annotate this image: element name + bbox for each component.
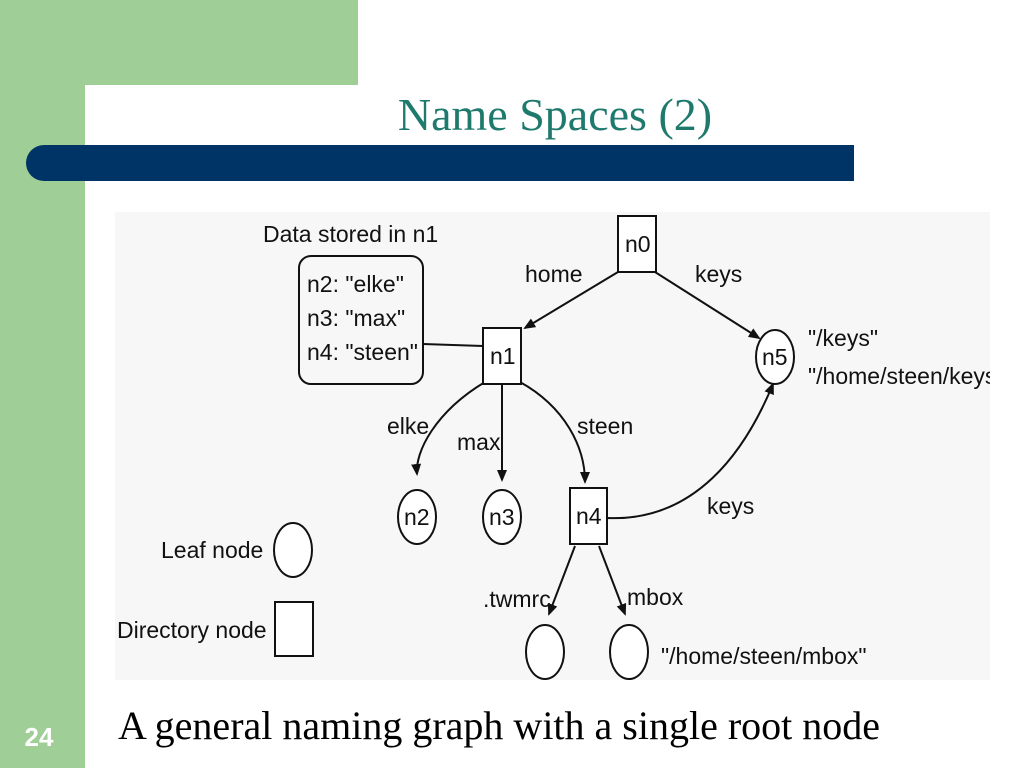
edge-keys-n4 [606, 382, 774, 520]
legend-directory-label: Directory node [117, 617, 267, 643]
edge-elke [411, 381, 486, 476]
diagram-caption: A general naming graph with a single roo… [118, 703, 881, 748]
data-box-title: Data stored in n1 [263, 221, 438, 247]
label-home: home [525, 261, 583, 287]
label-steen: steen [577, 413, 633, 439]
node-n5 [755, 329, 795, 385]
data-box [298, 255, 424, 385]
node-n1-label: n1 [490, 343, 516, 369]
sidebar-green [0, 0, 85, 768]
top-green-band [0, 0, 358, 85]
slide-number: 24 [24, 722, 54, 752]
label-elke: elke [387, 413, 429, 439]
label-twmrc: .twmrc [483, 586, 551, 612]
label-mbox: mbox [627, 584, 684, 610]
naming-graph-svg: Data stored in n1 n2: "elke" n3: "max" n… [117, 215, 1005, 680]
title-underline-bar [26, 145, 854, 181]
node-n1 [482, 327, 522, 385]
node-n5-label: n5 [762, 344, 788, 370]
edge-steen [519, 381, 590, 484]
node-n0-label: n0 [625, 231, 651, 257]
n5-path-home-keys: "/home/steen/keys" [808, 363, 990, 389]
legend-leaf-label: Leaf node [161, 537, 263, 563]
leaf-mbox [609, 624, 649, 680]
node-n2-label: n2 [404, 504, 430, 530]
node-n3 [482, 489, 522, 545]
edge-twmrc [547, 545, 576, 616]
edge-keys-top [654, 271, 761, 340]
label-keys-n4: keys [707, 493, 754, 519]
edge-mbox [598, 545, 627, 616]
node-n4 [569, 487, 608, 545]
n5-path-keys: "/keys" [808, 325, 878, 351]
data-box-connector [422, 343, 484, 347]
data-line-n3: n3: "max" [307, 305, 405, 331]
node-n3-label: n3 [489, 504, 515, 530]
label-max: max [457, 429, 501, 455]
legend-directory-icon [274, 601, 314, 657]
node-n4-label: n4 [576, 503, 602, 529]
leaf-twmrc [525, 624, 565, 680]
naming-graph-diagram: Data stored in n1 n2: "elke" n3: "max" n… [115, 212, 1005, 680]
data-line-n4: n4: "steen" [307, 339, 418, 365]
label-keys-top: keys [695, 261, 742, 287]
edge-home [523, 271, 619, 330]
mbox-path: "/home/steen/mbox" [661, 643, 867, 669]
node-n0 [617, 215, 657, 273]
data-line-n2: n2: "elke" [307, 271, 404, 297]
legend-leaf-icon [273, 522, 313, 578]
node-n2 [397, 489, 437, 545]
slide-title: Name Spaces (2) [397, 89, 713, 140]
